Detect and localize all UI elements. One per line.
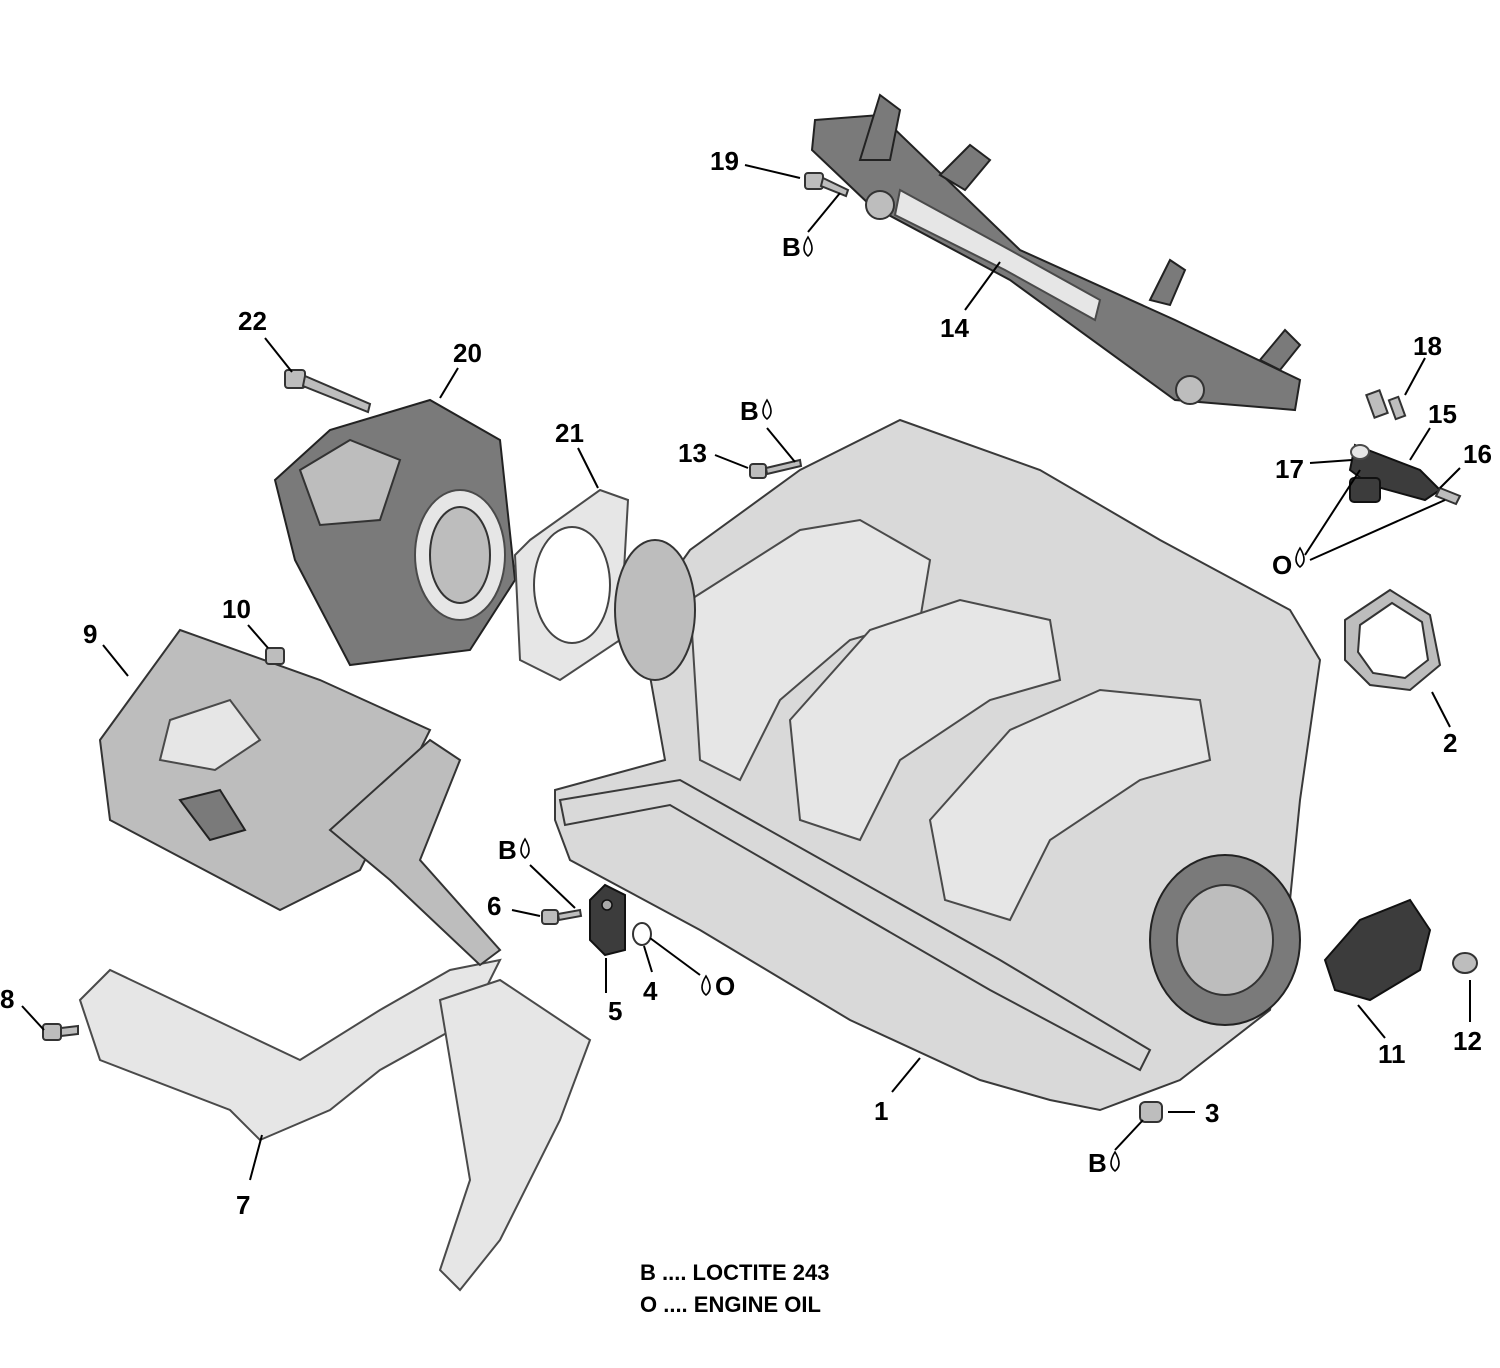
throttle-body-part bbox=[273, 398, 517, 667]
marker-b-3: B bbox=[1088, 1148, 1107, 1178]
callout-9: 9 bbox=[83, 619, 97, 649]
callout-5: 5 bbox=[608, 996, 622, 1026]
callout-22: 22 bbox=[238, 306, 267, 336]
callout-2: 2 bbox=[1443, 728, 1457, 758]
bolt-13-part bbox=[749, 458, 803, 479]
callout-4: 4 bbox=[643, 976, 658, 1006]
marker-drops bbox=[520, 235, 1305, 1173]
callout-1: 1 bbox=[874, 1096, 888, 1126]
callout-numbers: 1 2 3 4 5 6 7 8 9 10 11 12 13 14 15 16 1… bbox=[0, 146, 1492, 1220]
callout-19: 19 bbox=[710, 146, 739, 176]
callout-17: 17 bbox=[1275, 454, 1304, 484]
fuel-rail-part bbox=[810, 93, 1302, 412]
legend-loctite: B .... LOCTITE 243 bbox=[640, 1260, 829, 1285]
callout-6: 6 bbox=[487, 891, 501, 921]
bolt-19-part bbox=[804, 172, 850, 198]
callout-14: 14 bbox=[940, 313, 969, 343]
screw-10-part bbox=[265, 647, 285, 665]
legend: B .... LOCTITE 243 O .... ENGINE OIL bbox=[640, 1260, 829, 1317]
leader-lines bbox=[21, 164, 1471, 1181]
callout-16: 16 bbox=[1463, 439, 1492, 469]
seal-2-part bbox=[1344, 588, 1442, 692]
callout-11: 11 bbox=[1378, 1039, 1406, 1069]
callout-18: 18 bbox=[1413, 331, 1442, 361]
spacer-3-part bbox=[1139, 1101, 1163, 1123]
callout-15: 15 bbox=[1428, 399, 1457, 429]
gasket-21-part bbox=[513, 488, 630, 682]
callout-13: 13 bbox=[678, 438, 707, 468]
sensor-5-part bbox=[589, 883, 626, 957]
callout-20: 20 bbox=[453, 338, 482, 368]
marker-b-19: B bbox=[782, 232, 801, 262]
intake-manifold-part bbox=[554, 418, 1322, 1112]
callout-21: 21 bbox=[555, 418, 584, 448]
oring-4-part bbox=[632, 922, 652, 946]
callout-8: 8 bbox=[0, 984, 14, 1014]
marker-letters: B B B B O O bbox=[498, 232, 1292, 1178]
callout-7: 7 bbox=[236, 1190, 250, 1220]
marker-o-injector: O bbox=[1272, 550, 1292, 580]
bolt-22-part bbox=[284, 369, 372, 414]
sensor-11-part bbox=[1323, 898, 1432, 1002]
injector-part bbox=[1348, 389, 1462, 506]
screw-12-part bbox=[1452, 952, 1478, 974]
marker-b-13: B bbox=[740, 396, 759, 426]
screw-8-part bbox=[42, 1023, 79, 1041]
bolt-6-part bbox=[541, 908, 583, 925]
bracket-7-part bbox=[78, 738, 592, 1292]
callout-3: 3 bbox=[1205, 1098, 1219, 1128]
marker-b-6: B bbox=[498, 835, 517, 865]
marker-o-4: O bbox=[715, 971, 735, 1001]
legend-engine-oil: O .... ENGINE OIL bbox=[640, 1292, 821, 1317]
callout-10: 10 bbox=[222, 594, 251, 624]
callout-12: 12 bbox=[1453, 1026, 1482, 1056]
